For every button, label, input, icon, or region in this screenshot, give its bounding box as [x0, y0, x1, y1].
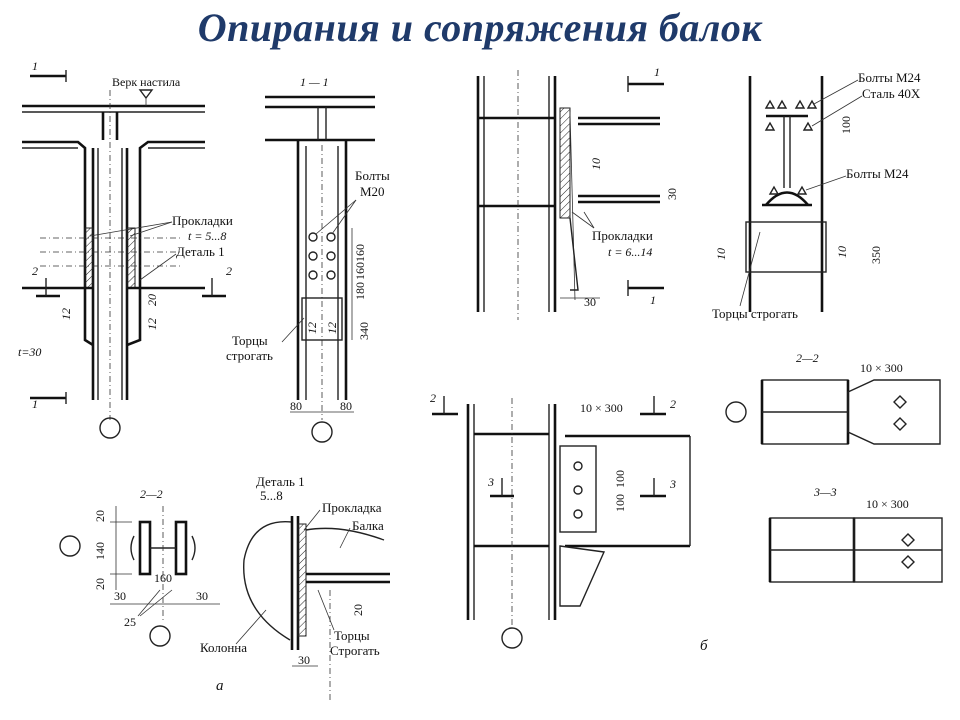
- panel-letter-b: б: [700, 638, 708, 654]
- section-1-b-bottom: 1: [650, 293, 656, 307]
- dim-100-b2: 100: [613, 494, 627, 512]
- panel-a-elevation: Верк настила 1 1: [18, 59, 233, 439]
- section-2-2-title-v: 2—2: [140, 487, 163, 501]
- bolts-m24-bottom: Болты М24: [846, 166, 909, 181]
- ends-label-2: строгать: [226, 348, 273, 363]
- dim-25-v: 25: [124, 615, 136, 629]
- section-1-1-title: 1 — 1: [300, 75, 329, 89]
- section-2-b-left: 2: [430, 391, 436, 405]
- dim-30-bottom: 30: [584, 295, 596, 309]
- dim-80-left: 80: [290, 399, 302, 413]
- dim-5-8: 5...8: [260, 488, 283, 503]
- dim-140-v: 140: [93, 542, 107, 560]
- dim-12-left: 12: [59, 308, 73, 320]
- dim-160-v: 160: [154, 571, 172, 585]
- bolts-m24-top: Болты М24: [858, 70, 921, 85]
- dim-30-v-right: 30: [196, 589, 208, 603]
- ends-label-b1: Торцы: [334, 628, 370, 643]
- plate-10x300-mid: 10 × 300: [580, 401, 623, 415]
- section-2-left: 2: [32, 264, 38, 278]
- section-3-b-right: 3: [669, 477, 676, 491]
- dim-12-right: 12: [145, 318, 159, 330]
- section-3-3-title: 3—3: [813, 485, 837, 499]
- column-label: Колонна: [200, 640, 247, 655]
- ends-label-1: Торцы: [232, 333, 268, 348]
- dim-350: 350: [869, 246, 883, 264]
- panel-b-section-3-3: 3—3 10 × 300: [768, 485, 943, 583]
- panel-letter-a: а: [216, 678, 224, 694]
- dim-20-v-top: 20: [93, 510, 107, 522]
- ends-plane-label: Торцы строгать: [712, 306, 798, 321]
- panel-v-detail-1: Деталь 1 5...8 Прокладка Балка 20 Колонн…: [200, 474, 390, 700]
- panel-b-lower-elevation: 10 × 300 100 100 2 2 3 3 б: [430, 391, 708, 654]
- panel-b-section-m24: Болты М24 Сталь 40Х 100 Болты М24 10 10 …: [712, 70, 921, 321]
- dim-30-right: 30: [665, 188, 679, 200]
- beam-label: Балка: [352, 518, 384, 533]
- section-3-b-left: 3: [487, 475, 494, 489]
- detail-1-title: Деталь 1: [256, 474, 305, 489]
- section-2-2-title-b: 2—2: [796, 351, 819, 365]
- section-1-bottom: 1: [32, 397, 38, 411]
- section-1-b-top: 1: [654, 65, 660, 79]
- dim-100-b1: 100: [613, 470, 627, 488]
- plate-10x300-s22: 10 × 300: [860, 361, 903, 375]
- dim-10-right: 10: [835, 246, 849, 258]
- section-2-b-right: 2: [670, 397, 676, 411]
- dim-340: 340: [357, 322, 371, 340]
- panel-b-section-2-2: 2—2 10 × 300: [725, 351, 941, 445]
- plate-10x300-s33: 10 × 300: [866, 497, 909, 511]
- dim-10-b: 10: [589, 158, 603, 170]
- dim-180: 180: [353, 282, 367, 300]
- dim-160-b: 160: [353, 262, 367, 280]
- dim-100-m24: 100: [839, 116, 853, 134]
- spacer-single-label: Прокладка: [322, 500, 382, 515]
- bolts-m20-label-2: М20: [360, 184, 385, 199]
- ends-label-b2: Строгать: [330, 643, 380, 658]
- panel-v-section-2-2: 2—2 20 140 20 160 30 30 25: [59, 487, 220, 647]
- spacers-thickness-b: t = 6...14: [608, 245, 652, 259]
- detail-1-label: Деталь 1: [176, 244, 225, 259]
- t30-label: t=30: [18, 345, 41, 359]
- dim-80-right: 80: [340, 399, 352, 413]
- dim-20-right: 20: [145, 294, 159, 306]
- panel-a-section-1-1: 1 — 1 12 12 Болты М20 160 160 180 340 То…: [226, 75, 390, 443]
- dim-12-sec: 12: [305, 322, 319, 334]
- panel-b-elevation: 10 30 Прокладки t = 6...14 30 1 1: [476, 65, 679, 320]
- dim-10-left: 10: [714, 248, 728, 260]
- dim-30-v-left: 30: [114, 589, 126, 603]
- slide-title: Опирания и сопряжения балок: [197, 5, 763, 50]
- dim-20-detail: 20: [351, 604, 365, 616]
- dim-160: 160: [353, 244, 367, 262]
- dim-12-sec-b: 12: [325, 322, 339, 334]
- dim-20-v-bottom: 20: [93, 578, 107, 590]
- section-2-right: 2: [226, 264, 232, 278]
- spacers-label-b: Прокладки: [592, 228, 653, 243]
- section-1-top: 1: [32, 59, 38, 73]
- spacers-thickness-a: t = 5...8: [188, 229, 226, 243]
- deck-top-label: Верк настила: [112, 75, 181, 89]
- spacers-label-a: Прокладки: [172, 213, 233, 228]
- dim-30-detail: 30: [298, 653, 310, 667]
- steel-40x-label: Сталь 40Х: [862, 86, 921, 101]
- bolts-m20-label-1: Болты: [355, 168, 390, 183]
